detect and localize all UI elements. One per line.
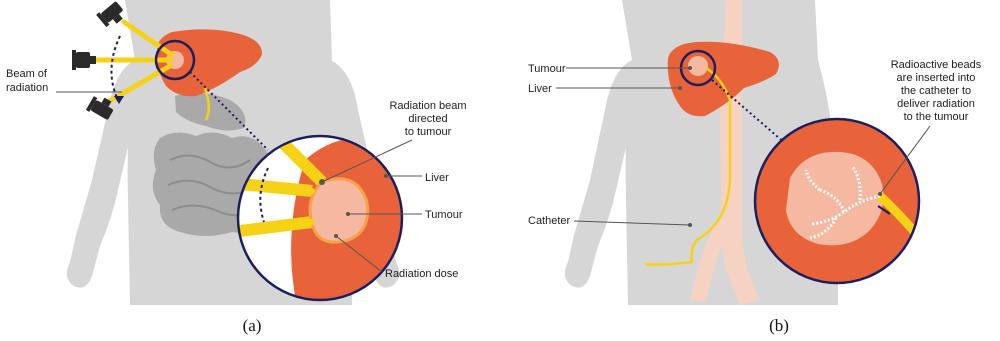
radiation-source-icon (96, 0, 127, 30)
svg-text:Tumour: Tumour (528, 63, 566, 75)
svg-text:Radiation beam: Radiation beam (389, 100, 466, 112)
svg-text:Radioactive beads: Radioactive beads (891, 59, 982, 71)
svg-text:Liver: Liver (528, 83, 552, 95)
label-beam-of-radiation: Beam of radiation (6, 68, 122, 94)
tumour-small-b (688, 56, 708, 76)
label-beads: Radioactive beads are inserted into the … (878, 59, 982, 196)
svg-text:Beam of: Beam of (6, 68, 48, 80)
svg-text:are inserted into: are inserted into (897, 72, 976, 84)
caption-b: (b) (769, 316, 789, 335)
magnified-view-b (755, 119, 930, 283)
svg-text:the catheter to: the catheter to (901, 85, 971, 97)
panel-a: Beam of radiation Radiation beam directe… (6, 0, 467, 335)
svg-text:Catheter: Catheter (528, 215, 571, 227)
svg-text:Liver: Liver (425, 172, 449, 184)
svg-text:deliver radiation: deliver radiation (897, 98, 975, 110)
panel-b: Tumour Liver Catheter Radioactive beads … (528, 0, 982, 335)
svg-text:Radiation dose: Radiation dose (385, 268, 458, 280)
svg-text:to the tumour: to the tumour (904, 111, 969, 123)
caption-a: (a) (243, 316, 262, 335)
radiation-source-icon (72, 50, 96, 70)
svg-text:radiation: radiation (6, 82, 48, 94)
svg-text:Tumour: Tumour (425, 209, 463, 221)
svg-text:to tumour: to tumour (405, 126, 452, 138)
svg-text:directed: directed (408, 113, 447, 125)
